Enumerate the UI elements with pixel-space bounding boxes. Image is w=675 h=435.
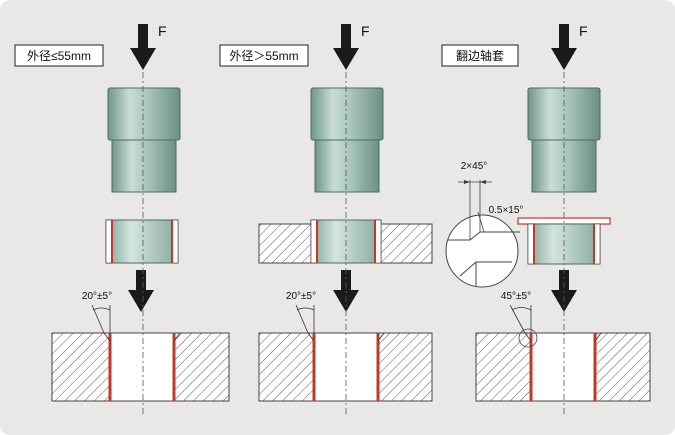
panel-1-down-arrow — [128, 270, 154, 312]
panel-2-angle-label: 20°±5° — [286, 291, 316, 302]
panel-1-angle-label: 20°±5° — [82, 291, 112, 302]
panel-3-angle-callout — [509, 304, 532, 334]
panel-1-force-label: F — [158, 23, 167, 39]
panel-3-angle-label: 45°±5° — [501, 291, 531, 302]
panel-1-force-arrow — [130, 24, 156, 70]
panel-3-housing — [475, 328, 651, 402]
panel-3-detail-marker — [518, 328, 538, 348]
panel-2-housing — [258, 332, 433, 402]
panel-2-label-box — [219, 44, 309, 67]
panel-2-force-label: F — [361, 23, 370, 39]
panel-3-label-box — [441, 44, 519, 67]
panel-3: 翻边轴套 F — [441, 23, 651, 415]
panel-3-label: 翻边轴套 — [456, 48, 504, 63]
panel-2-label: 外径＞55mm — [229, 49, 298, 63]
panel-2-angle-callout — [295, 304, 315, 334]
panel-3-detail-view — [445, 180, 520, 288]
panel-1-label-box — [14, 44, 104, 67]
panel-2-force-arrow — [333, 24, 359, 70]
panel-3-force-arrow — [551, 24, 577, 70]
panel-1-housing — [51, 332, 230, 402]
panel-1-angle-callout — [91, 304, 111, 334]
panel-1-label: 外径≤55mm — [27, 49, 91, 63]
panel-1-press-pin — [107, 87, 181, 193]
panel-2-bushing-with-fixture — [258, 219, 433, 264]
panel-1-bushing — [105, 219, 179, 264]
panel-1: 外径≤55mm F — [14, 23, 230, 415]
panel-3-chamfer-label: 2×45° — [461, 161, 488, 172]
panel-2-press-pin — [310, 87, 384, 193]
panel-3-detail-label: 0.5×15° — [489, 205, 524, 216]
panel-2: 外径＞55mm F — [219, 23, 433, 415]
panel-3-force-label: F — [579, 23, 588, 39]
